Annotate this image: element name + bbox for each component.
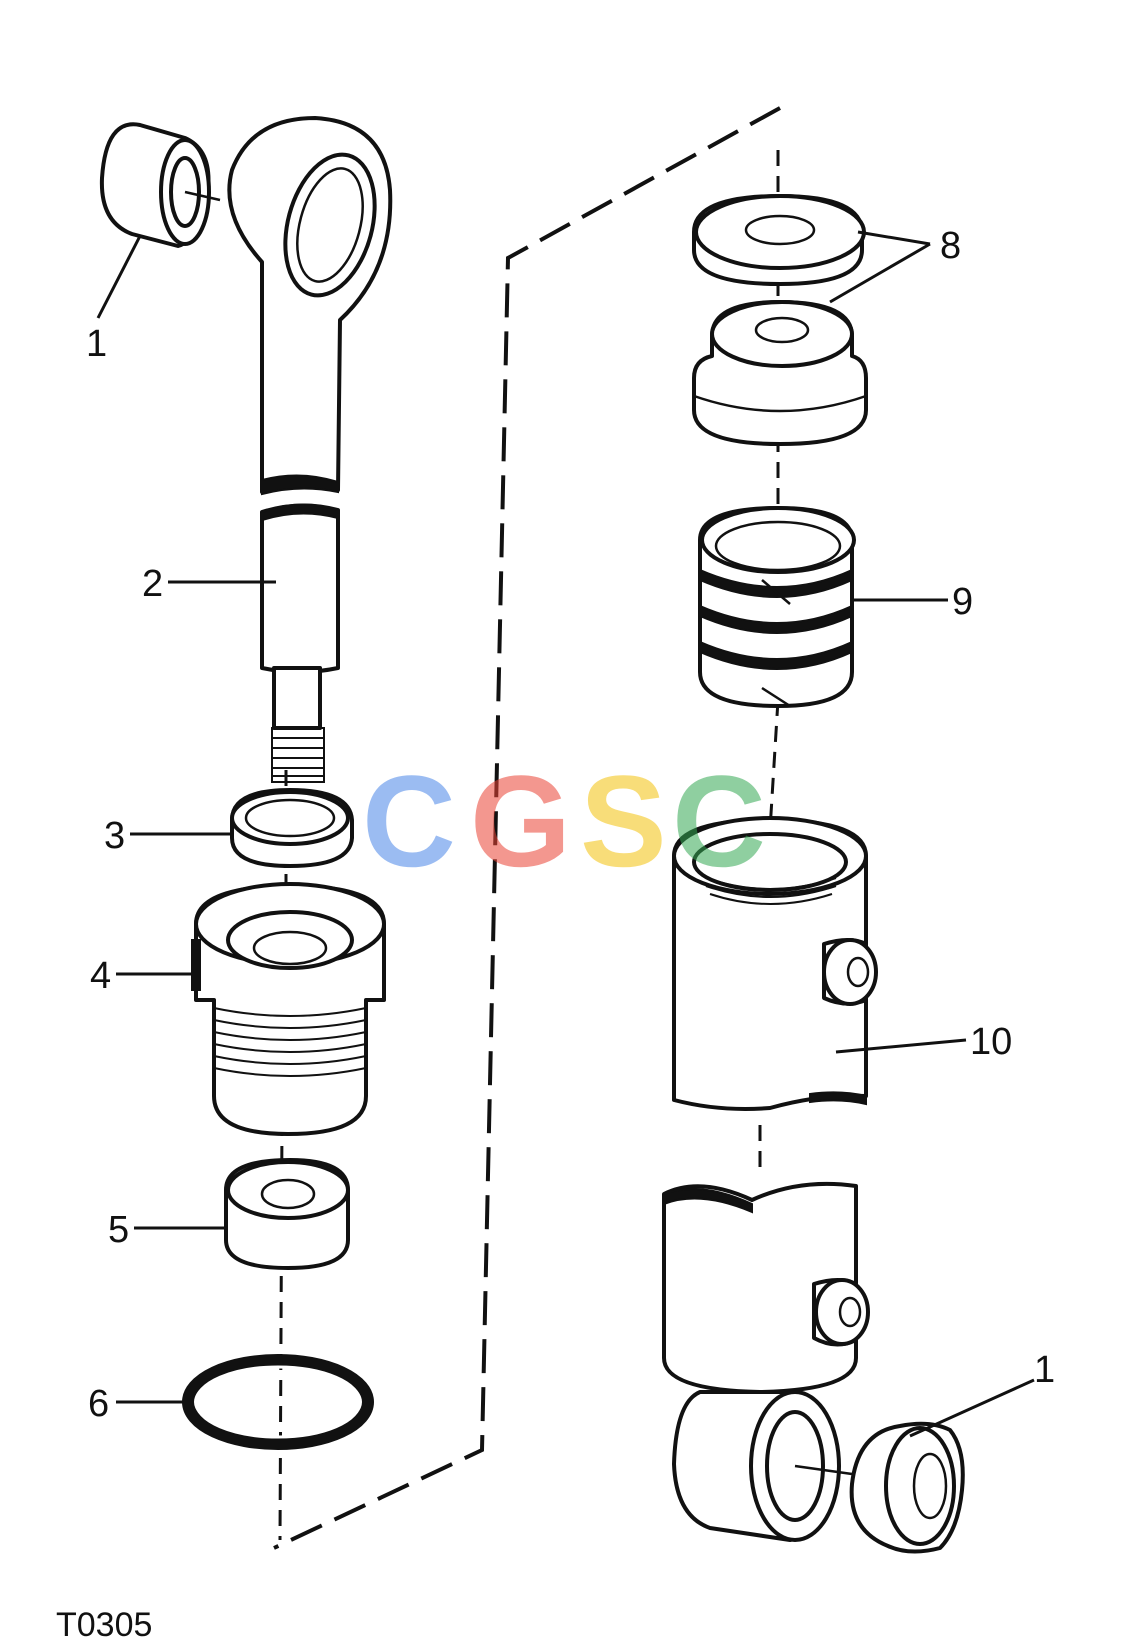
callout-8: 8 (940, 225, 961, 267)
callout-2: 2 (142, 563, 163, 605)
leader-lines (96, 230, 1035, 1438)
piston-washer (692, 194, 866, 286)
cylinder-barrel-bottom (662, 1181, 870, 1394)
callout-1-top: 1 (86, 323, 107, 365)
callout-6: 6 (88, 1383, 109, 1425)
callout-9: 9 (952, 581, 973, 623)
watermark-letter-c2: C (672, 748, 766, 894)
watermark-letter-s: S (580, 748, 667, 894)
gland-nut (191, 882, 386, 1136)
piston (692, 300, 868, 446)
piston-ring-set (698, 506, 856, 708)
callout-5: 5 (108, 1209, 129, 1251)
watermark-cgsc: C G S C (362, 748, 766, 894)
piston-nut (224, 1158, 350, 1270)
watermark-letter-c1: C (362, 748, 456, 894)
figure-code: T0305 (56, 1606, 152, 1644)
bushing-bottom-right (849, 1421, 965, 1554)
cylinder-clevis-eye (672, 1390, 853, 1542)
callout-4: 4 (90, 955, 111, 997)
cylinder-barrel-top (672, 816, 878, 1111)
callout-3: 3 (104, 815, 125, 857)
callout-1-bottom: 1 (1034, 1349, 1055, 1391)
assembly-dashed-frame (273, 106, 781, 1550)
rod-eye (227, 116, 393, 496)
bushing-top-left (99, 122, 221, 248)
piston-rod (260, 503, 340, 783)
o-ring (182, 1354, 374, 1450)
wiper-seal (230, 788, 354, 868)
watermark-letter-g: G (470, 748, 571, 894)
callout-10: 10 (970, 1021, 1012, 1063)
